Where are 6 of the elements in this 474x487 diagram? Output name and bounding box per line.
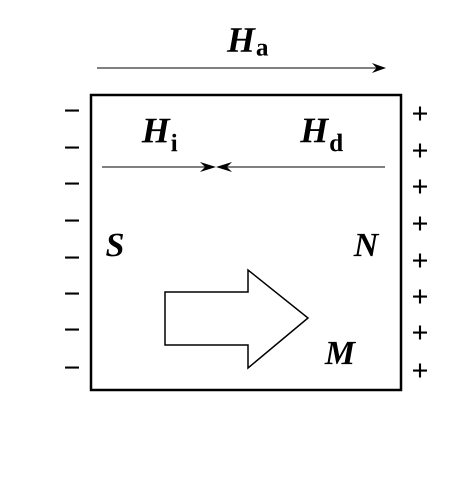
pole-label: S [106, 234, 124, 256]
pole-label: N [353, 234, 380, 256]
field-label: H$_{a}$ [226, 28, 268, 56]
pole-label: M [324, 342, 356, 364]
field-label: H$_{d}$ [300, 118, 343, 152]
field-label: H$_{i}$ [142, 118, 178, 152]
